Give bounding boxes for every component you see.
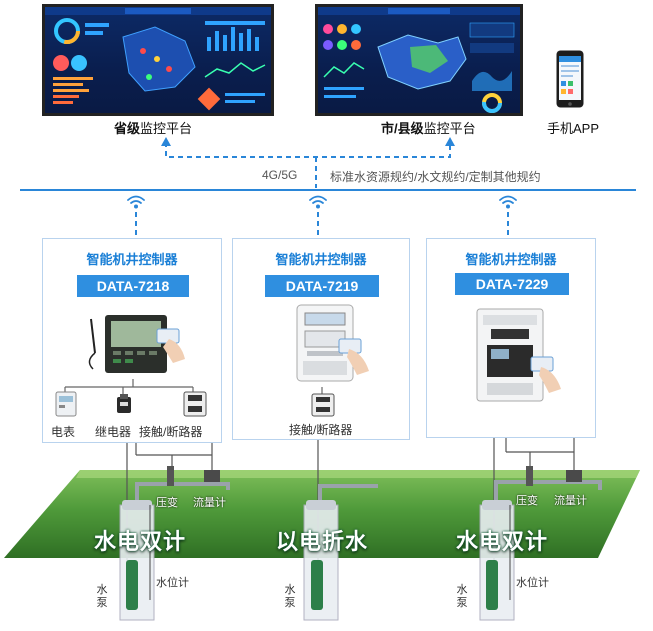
controller-device-graphic bbox=[476, 308, 561, 402]
pump-label: 水泵 bbox=[456, 584, 468, 609]
contactor-icon bbox=[183, 391, 207, 417]
pressure-transmitter-label: 压变 bbox=[156, 497, 178, 509]
wifi-icon bbox=[499, 195, 517, 209]
mode-label: 水电双计 bbox=[94, 529, 187, 554]
model-badge: DATA-7219 bbox=[265, 275, 379, 297]
pump-label: 水泵 bbox=[96, 584, 108, 609]
city-platform-label: 市/县级监控平台 bbox=[381, 118, 476, 137]
controller-card-7229: 智能机井控制器 DATA-7229 bbox=[426, 238, 596, 438]
pressure-transmitter-label: 压变 bbox=[516, 495, 538, 507]
controller-device-graphic bbox=[88, 315, 185, 373]
mode-label: 水电双计 bbox=[456, 529, 549, 554]
smart-meter-device-graphic bbox=[296, 304, 369, 382]
contactor-icon bbox=[311, 393, 335, 417]
city-platform-level: 市/县级 bbox=[381, 121, 424, 136]
provincial-platform-suffix: 监控平台 bbox=[140, 121, 193, 136]
city-dashboard-graphic bbox=[318, 7, 520, 113]
pump-label: 水泵 bbox=[284, 584, 296, 609]
component-label-relay: 继电器 bbox=[95, 425, 132, 439]
water-level-meter-label: 水位计 bbox=[156, 577, 189, 589]
wifi-icon bbox=[309, 195, 327, 209]
provincial-platform-screen bbox=[42, 4, 274, 116]
component-label-meter: 电表 bbox=[51, 425, 76, 439]
controller-card-7218: 智能机井控制器 DATA-7218 电表 继电器 接触/断路器 bbox=[42, 238, 222, 443]
component-label-contactor: 接触/断路器 bbox=[139, 425, 203, 439]
model-badge: DATA-7229 bbox=[455, 273, 569, 295]
mobile-app-label: 手机APP bbox=[547, 121, 600, 136]
controller-card-7219: 智能机井控制器 DATA-7219 接触/断路器 bbox=[232, 238, 410, 440]
network-type-label: 4G/5G bbox=[262, 168, 298, 182]
controller-title: 智能机井控制器 bbox=[465, 252, 557, 267]
water-level-meter-label: 水位计 bbox=[516, 577, 549, 589]
mobile-phone-graphic bbox=[556, 50, 584, 108]
city-platform-screen bbox=[315, 4, 523, 116]
relay-icon bbox=[117, 394, 131, 413]
component-label-contactor: 接触/断路器 bbox=[289, 423, 353, 437]
controller-title: 智能机井控制器 bbox=[86, 252, 178, 267]
provincial-platform-level: 省级 bbox=[114, 121, 141, 136]
protocol-label: 标准水资源规约/水文规约/定制其他规约 bbox=[330, 170, 541, 184]
model-badge: DATA-7218 bbox=[77, 275, 189, 297]
city-platform-suffix: 监控平台 bbox=[423, 121, 476, 136]
flow-meter-label: 流量计 bbox=[554, 495, 587, 507]
mode-label: 以电折水 bbox=[276, 529, 369, 554]
controller-title: 智能机井控制器 bbox=[275, 252, 367, 267]
flow-meter-label: 流量计 bbox=[193, 497, 226, 509]
provincial-platform-label: 省级监控平台 bbox=[114, 118, 192, 137]
provincial-dashboard-graphic bbox=[45, 7, 271, 111]
electric-meter-icon bbox=[55, 391, 77, 417]
wifi-icon bbox=[127, 195, 145, 209]
